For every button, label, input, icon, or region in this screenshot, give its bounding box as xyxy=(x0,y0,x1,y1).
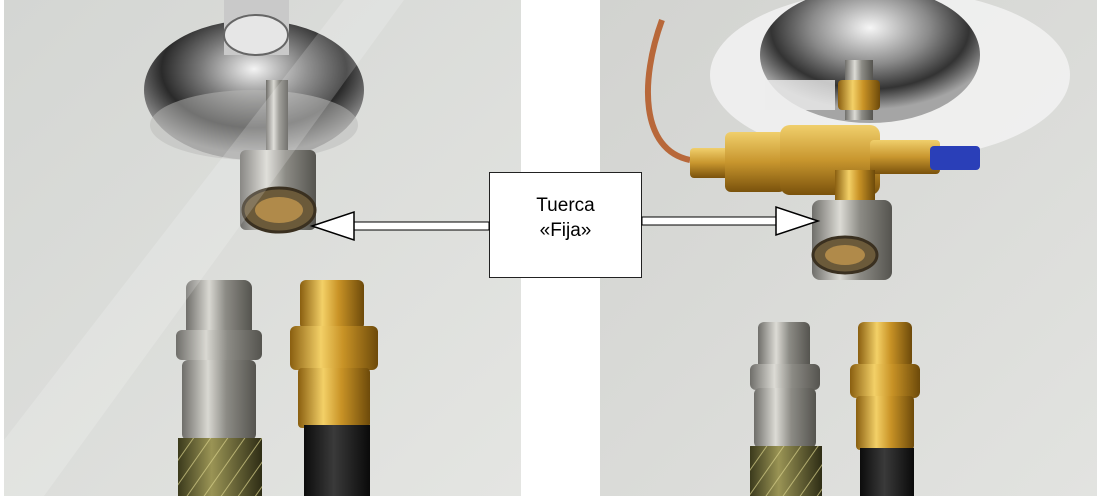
photo-left-fittings xyxy=(4,0,521,496)
callout-box: Tuerca «Fija» xyxy=(489,172,642,278)
photo-right-illustration xyxy=(600,0,1097,496)
photo-right-fittings xyxy=(600,0,1097,496)
callout-line-2: «Fija» xyxy=(539,220,592,241)
callout-line-1: Tuerca xyxy=(536,195,595,216)
photo-left-illustration xyxy=(4,0,521,496)
callout-label: Tuerca «Fija» xyxy=(490,193,641,243)
